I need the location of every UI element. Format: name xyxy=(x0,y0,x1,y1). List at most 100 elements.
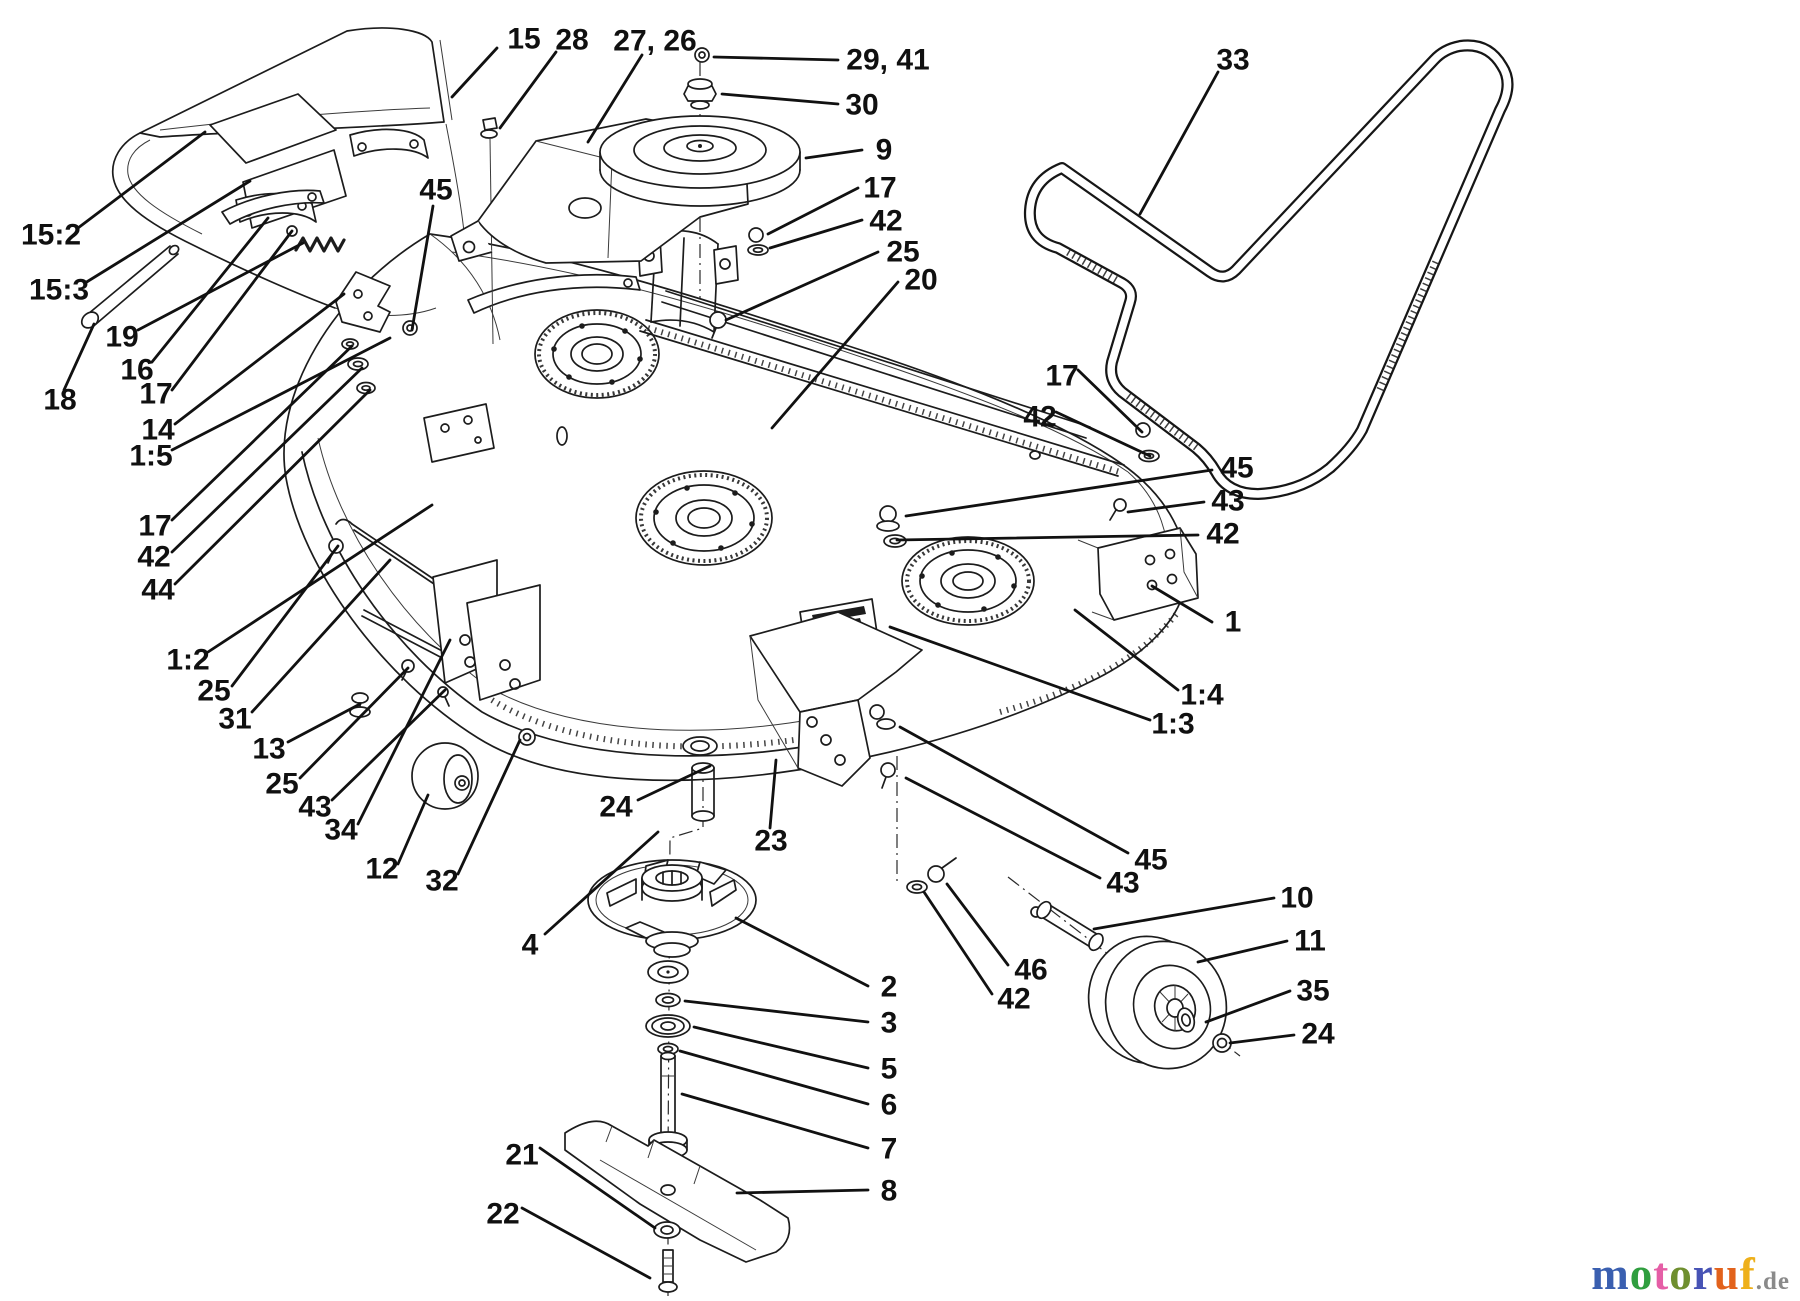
part-label-42-t: 42 xyxy=(869,205,902,238)
spindle-bearing xyxy=(647,960,689,984)
part-label-3: 3 xyxy=(881,1007,898,1040)
grease-slinger xyxy=(645,1014,691,1038)
leader-line-45-r xyxy=(904,468,1214,518)
part-label-35: 35 xyxy=(1296,975,1329,1008)
part-label-15:2: 15:2 xyxy=(21,219,81,252)
caster-mount-bracket xyxy=(749,611,923,787)
part-label-27-26: 27, 26 xyxy=(613,25,696,58)
leader-line-25-t xyxy=(724,250,880,322)
leader-line-25-a xyxy=(230,544,340,688)
leader-line-24-r xyxy=(1228,1033,1296,1045)
carriage-bolt-28 xyxy=(480,117,498,345)
caster-nut xyxy=(1212,1033,1232,1053)
part-label-9: 9 xyxy=(876,134,893,167)
leader-line-11 xyxy=(1196,939,1289,964)
part-label-1:4: 1:4 xyxy=(1180,679,1224,712)
mower-blade xyxy=(564,1120,791,1263)
part-label-15: 15 xyxy=(507,23,540,56)
part-label-11: 11 xyxy=(1294,925,1326,958)
leader-line-21 xyxy=(538,1146,657,1230)
part-label-15:3: 15:3 xyxy=(29,274,89,307)
part-label-4: 4 xyxy=(522,929,539,962)
leader-line-42-a xyxy=(170,366,364,554)
part-label-43-a: 43 xyxy=(298,791,331,824)
part-label-45-l: 45 xyxy=(1134,844,1167,877)
watermark-letter: m xyxy=(1591,1249,1630,1299)
leader-line-20 xyxy=(770,280,900,430)
leader-line-2 xyxy=(734,916,870,988)
leader-line-1:3 xyxy=(888,625,1152,722)
leader-line-7 xyxy=(680,1092,870,1150)
watermark-logo[interactable]: motoruf.de xyxy=(1591,1252,1790,1297)
watermark-letter: u xyxy=(1713,1249,1740,1299)
part-label-22: 22 xyxy=(486,1198,519,1231)
part-label-45-a: 45 xyxy=(419,174,452,207)
part-label-46: 46 xyxy=(1014,954,1047,987)
leader-line-17-t xyxy=(766,186,860,236)
part-label-12: 12 xyxy=(365,853,398,886)
leader-line-45-a xyxy=(410,204,435,332)
spindle-opening-left xyxy=(534,309,660,399)
leader-line-14 xyxy=(173,292,346,426)
leader-line-9 xyxy=(804,148,864,160)
leader-line-25-b xyxy=(298,666,410,780)
leader-line-1:5 xyxy=(170,336,392,452)
leader-line-42-t xyxy=(768,218,864,250)
leader-line-42-r xyxy=(1054,410,1152,458)
part-label-45-r: 45 xyxy=(1220,452,1253,485)
leader-line-17-b xyxy=(170,344,354,522)
part-label-20: 20 xyxy=(904,264,937,297)
watermark-suffix: .de xyxy=(1755,1268,1790,1295)
caster-washer xyxy=(1176,1007,1196,1033)
leader-line-35 xyxy=(1204,989,1292,1024)
leader-line-16 xyxy=(150,216,270,364)
leader-line-13 xyxy=(286,702,362,744)
leader-line-27-26 xyxy=(586,53,644,144)
part-label-17-a: 17 xyxy=(139,378,172,411)
part-label-17-t: 17 xyxy=(863,172,896,205)
part-label-24-m: 24 xyxy=(599,791,633,824)
engine-pulley xyxy=(599,115,801,207)
leader-line-43-l xyxy=(904,776,1102,880)
deflector-patch xyxy=(209,93,337,164)
part-label-1:3: 1:3 xyxy=(1151,708,1194,741)
part-label-31: 31 xyxy=(218,703,251,736)
leader-line-8 xyxy=(735,1188,870,1195)
part-label-33: 33 xyxy=(1216,44,1249,77)
leader-line-42-r2 xyxy=(895,533,1200,542)
tension-spring xyxy=(294,236,346,253)
leader-line-30 xyxy=(720,92,840,106)
leader-line-43-a xyxy=(330,688,447,802)
part-label-8: 8 xyxy=(881,1175,898,1208)
part-label-30: 30 xyxy=(845,89,878,122)
leader-line-15:3 xyxy=(83,179,252,285)
part-label-7: 7 xyxy=(881,1133,898,1166)
leader-line-45-l xyxy=(898,725,1130,855)
part-label-34: 34 xyxy=(324,814,358,847)
part-label-42-r2: 42 xyxy=(1206,518,1239,551)
part-label-25-t: 25 xyxy=(886,236,919,269)
part-label-16: 16 xyxy=(120,354,153,387)
deck-bearing xyxy=(682,736,718,756)
part-label-29-41: 29, 41 xyxy=(846,44,929,77)
leader-line-31 xyxy=(250,558,392,714)
pulley-bolt-30 xyxy=(683,78,717,110)
blade-bolt xyxy=(658,1249,678,1293)
part-label-17-b: 17 xyxy=(138,510,171,543)
watermark-letter: o xyxy=(1669,1249,1693,1299)
leader-line-29-41 xyxy=(712,55,840,62)
part-label-21: 21 xyxy=(505,1139,538,1172)
part-label-42-l: 42 xyxy=(997,983,1030,1016)
leader-line-44 xyxy=(173,388,372,586)
part-label-1:5: 1:5 xyxy=(129,440,172,473)
leader-line-18 xyxy=(62,322,96,392)
part-label-25-a: 25 xyxy=(197,675,230,708)
part-label-6: 6 xyxy=(881,1089,898,1122)
watermark-word: motoruf xyxy=(1591,1249,1756,1299)
spindle-opening-right xyxy=(901,536,1035,626)
leader-line-1:4 xyxy=(1073,608,1180,692)
blade-washer xyxy=(653,1221,681,1239)
watermark-letter: f xyxy=(1739,1249,1756,1299)
part-label-43-r: 43 xyxy=(1211,485,1244,518)
